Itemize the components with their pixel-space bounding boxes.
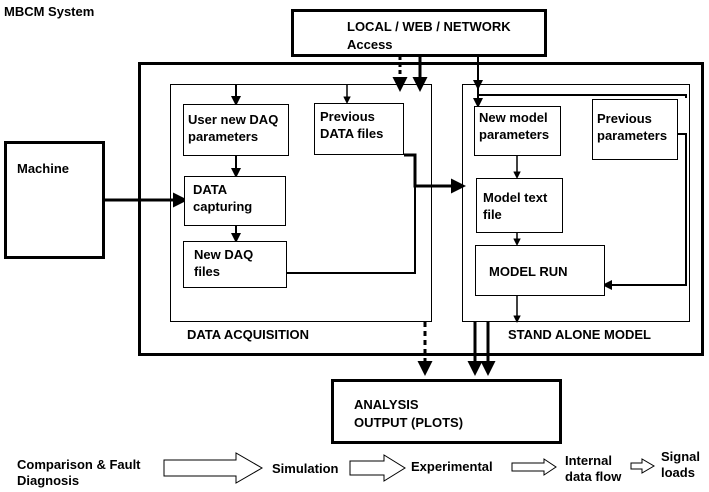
daq-label: DATA ACQUISITION <box>187 327 310 342</box>
analysis-output-box: ANALYSIS OUTPUT (PLOTS) <box>331 379 562 444</box>
legend-simulation: Simulation <box>272 461 339 476</box>
model-panel <box>462 84 690 322</box>
output-line2: OUTPUT (PLOTS) <box>354 415 464 430</box>
legend-hollow-arrow-3 <box>511 458 557 476</box>
previous-params-box: Previous parameters <box>592 99 678 160</box>
machine-box: Machine <box>4 141 105 259</box>
new-files-to-model <box>287 186 416 274</box>
model-label: STAND ALONE MODEL <box>508 327 651 342</box>
legend-internal-flow: Internal data flow <box>565 453 622 484</box>
legend-experimental: Experimental <box>411 459 493 474</box>
previous-params-label: Previous parameters <box>597 111 668 143</box>
legend-hollow-arrow-4 <box>630 458 655 474</box>
legend-signal-loads: Signal loads <box>661 449 701 480</box>
top-to-model-params <box>477 86 687 98</box>
output-line1: ANALYSIS <box>354 397 419 412</box>
diagram-title: MBCM System <box>4 4 95 19</box>
access-box: LOCAL / WEB / NETWORK Access <box>291 9 547 57</box>
legend-comparison: Comparison & Fault Diagnosis <box>17 457 141 488</box>
data-capturing-box: DATA capturing <box>184 176 286 226</box>
daq-panel <box>170 84 432 322</box>
new-model-params-label: New model parameters <box>479 110 550 142</box>
user-daq-params-label: User new DAQ parameters <box>188 112 279 144</box>
model-text-file-label: Model text file <box>483 190 548 222</box>
data-capturing-label: DATA capturing <box>193 182 253 214</box>
model-run-label: MODEL RUN <box>489 264 568 279</box>
previous-data-files-label: Previous DATA files <box>320 109 384 141</box>
access-line2: Access <box>347 37 393 52</box>
system-box <box>138 62 704 356</box>
user-daq-params-box: User new DAQ parameters <box>183 104 289 156</box>
new-model-params-box: New model parameters <box>474 106 561 156</box>
model-text-file-box: Model text file <box>476 178 563 233</box>
previous-files-to-model <box>404 153 466 194</box>
previous-params-to-run <box>602 133 687 290</box>
legend-hollow-arrow-2 <box>349 454 406 482</box>
access-line1: LOCAL / WEB / NETWORK <box>347 19 511 34</box>
previous-data-files-box: Previous DATA files <box>314 103 404 155</box>
new-daq-files-box: New DAQ files <box>183 241 287 288</box>
model-run-box: MODEL RUN <box>475 245 605 296</box>
legend-hollow-arrow-1 <box>163 452 264 484</box>
machine-label: Machine <box>17 161 70 176</box>
new-daq-files-label: New DAQ files <box>194 247 254 279</box>
